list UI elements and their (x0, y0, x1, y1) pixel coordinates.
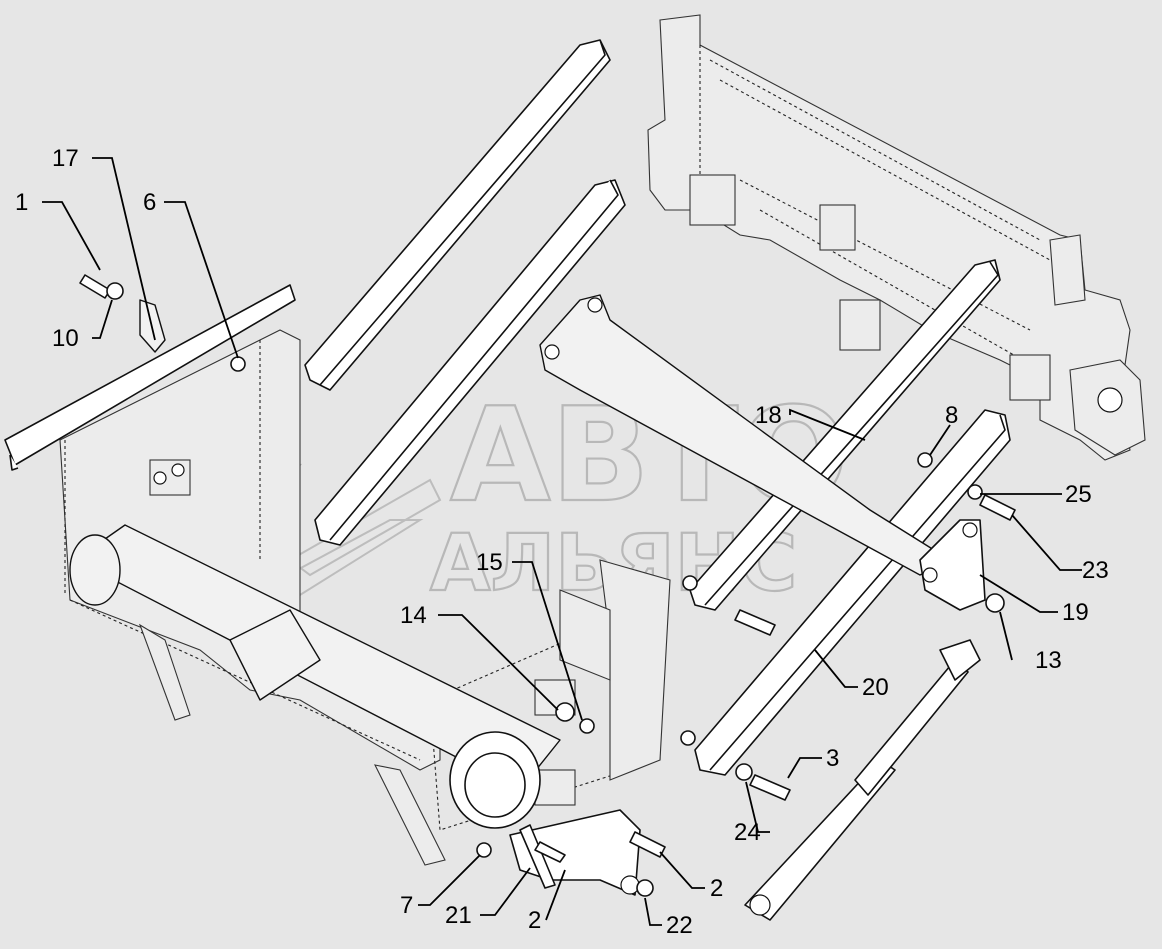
bracket-19 (919, 519, 986, 611)
nut-rail-20 (680, 730, 696, 746)
nut-7 (476, 842, 492, 858)
main-shaft (69, 524, 561, 829)
callout-labels: 1 17 6 10 18 8 25 23 19 13 20 15 14 3 24… (15, 145, 1109, 939)
bolt-3 (749, 774, 791, 801)
callout-15: 15 (476, 549, 503, 576)
callout-3: 3 (826, 745, 839, 772)
washer-25 (967, 484, 983, 500)
bolt-1 (79, 274, 111, 299)
callout-21: 21 (445, 902, 472, 929)
bottom-bracket-21 (509, 809, 641, 896)
callout-20: 20 (862, 674, 889, 701)
callout-22: 22 (666, 912, 693, 939)
long-rail-middle (314, 179, 626, 546)
rail-20 (694, 409, 1011, 776)
callout-13: 13 (1035, 647, 1062, 674)
callout-10: 10 (52, 325, 79, 352)
gas-strut (744, 639, 981, 921)
callout-7: 7 (400, 892, 413, 919)
nut-13 (985, 593, 1005, 613)
callout-19: 19 (1062, 599, 1089, 626)
callout-17: 17 (52, 145, 79, 172)
callout-23: 23 (1082, 557, 1109, 584)
bolt-2-right (629, 831, 666, 858)
nut-22 (636, 879, 654, 897)
bolt-lower (734, 609, 776, 636)
bolt-23 (979, 494, 1016, 521)
nut-14 (555, 702, 575, 722)
washer-10 (106, 282, 124, 300)
callout-8: 8 (945, 402, 958, 429)
main-frame-ghost (647, 14, 1146, 461)
nut-upper-rail (682, 575, 698, 591)
callout-2-right: 2 (710, 875, 723, 902)
nut-6 (230, 356, 246, 372)
crossbeam (539, 294, 951, 576)
callout-2-bottom: 2 (528, 907, 541, 934)
nut-8 (917, 452, 933, 468)
callout-1: 1 (15, 189, 28, 216)
nut-15 (579, 718, 595, 734)
bolt-2-left (534, 841, 566, 863)
washer-24 (735, 763, 753, 781)
callout-25: 25 (1065, 481, 1092, 508)
callout-14: 14 (400, 602, 427, 629)
callout-6: 6 (143, 189, 156, 216)
fasteners (79, 274, 1016, 897)
callout-18: 18 (755, 402, 782, 429)
leader-lines (42, 157, 1082, 926)
long-rail-upper (304, 39, 611, 391)
callout-24: 24 (734, 819, 761, 846)
